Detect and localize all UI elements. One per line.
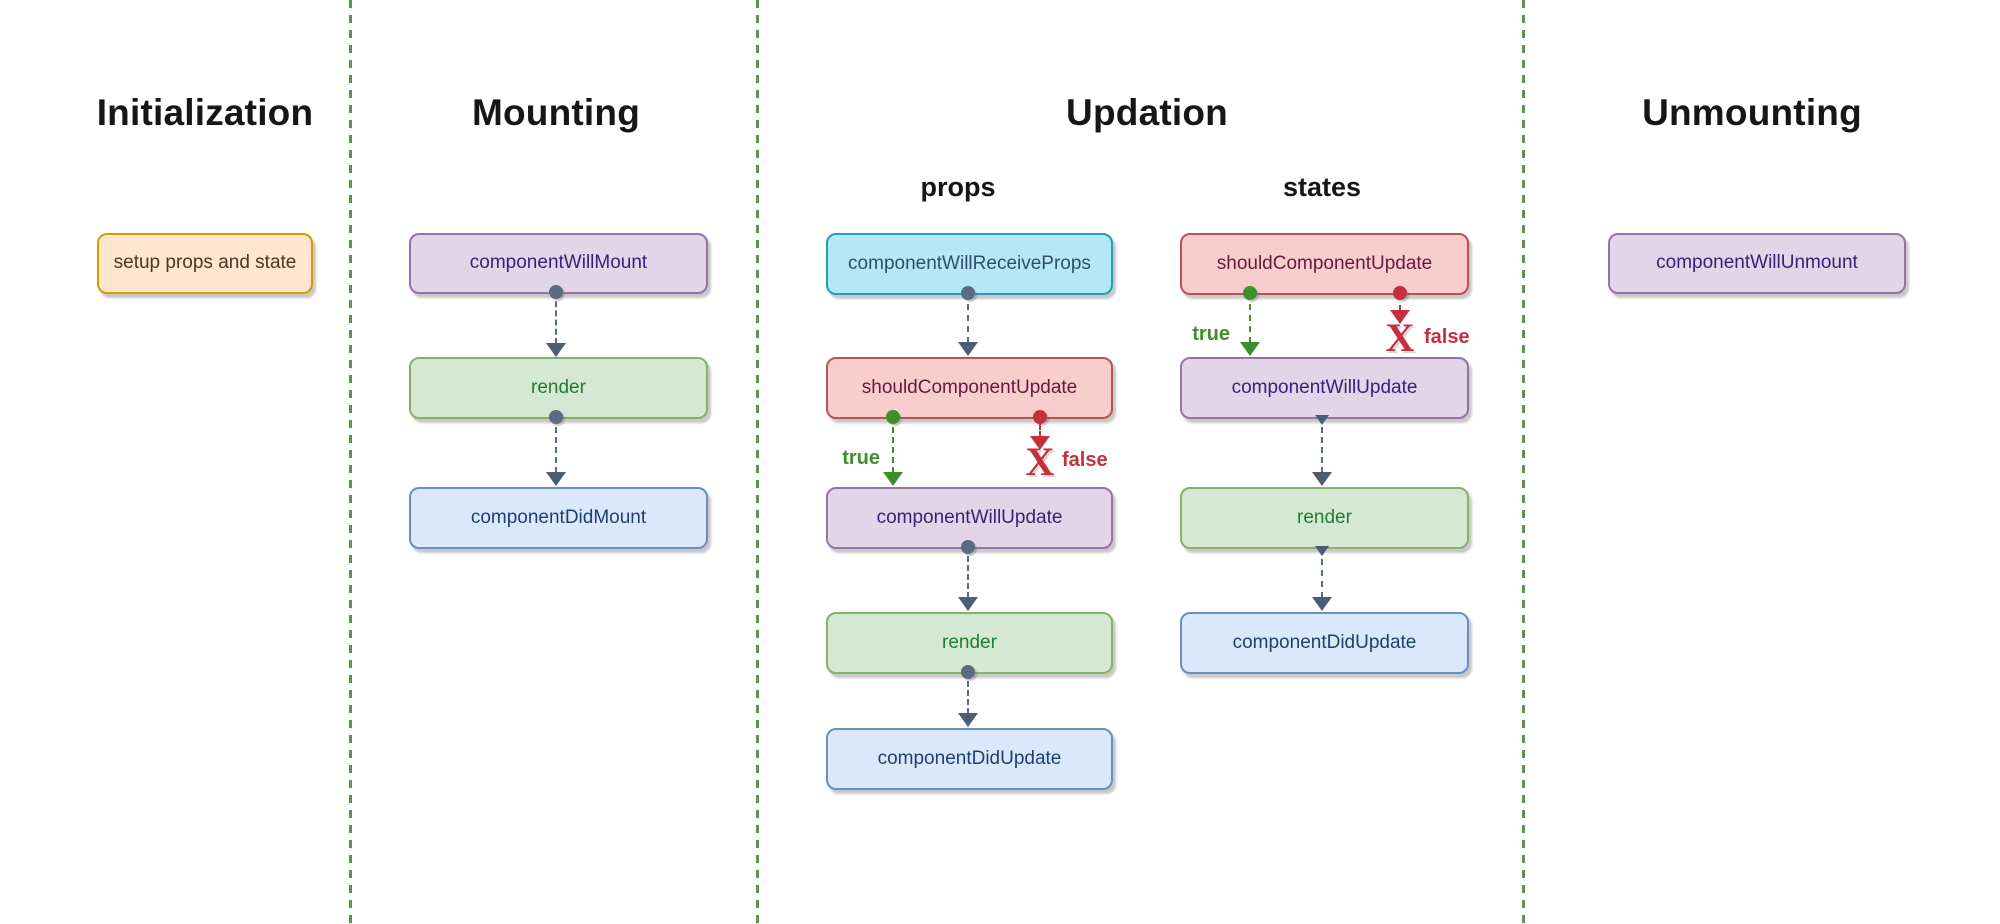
- false-x-icon: X: [1025, 439, 1055, 484]
- connector-arrowhead-icon: [958, 597, 978, 611]
- connector-dot: [961, 665, 975, 679]
- connector-arrowhead-icon: [1312, 472, 1332, 486]
- connector-dot: [961, 540, 975, 554]
- column-title-props: props: [920, 172, 996, 202]
- false-branch-arrow: [1390, 286, 1410, 324]
- section-title-unmounting: Unmounting: [1642, 92, 1862, 133]
- connector-dot: [549, 410, 563, 424]
- connector-dot: [549, 285, 563, 299]
- connector-dot: [1393, 286, 1407, 300]
- connector-start-triangle-icon: [1315, 415, 1329, 425]
- section-title-initialization: Initialization: [96, 92, 314, 133]
- arrow-connector: [958, 665, 978, 727]
- node-component-will-mount: componentWillMount: [409, 233, 708, 294]
- section-divider: [349, 0, 352, 924]
- true-label: true: [842, 447, 880, 469]
- arrow-connector: [958, 540, 978, 611]
- false-label: false: [1062, 449, 1108, 471]
- connector-arrowhead-icon: [546, 343, 566, 357]
- node-setup-props-and-state: setup props and state: [97, 233, 313, 294]
- arrow-connector: [546, 410, 566, 486]
- true-branch-arrow: [1240, 286, 1260, 356]
- true-label: true: [1192, 323, 1230, 345]
- connector-dot: [1243, 286, 1257, 300]
- false-branch-arrow: [1030, 410, 1050, 450]
- arrow-connector: [1312, 546, 1332, 611]
- node-should-component-update-states: shouldComponentUpdate: [1180, 233, 1469, 295]
- section-title-mounting: Mounting: [471, 92, 641, 133]
- arrow-connector: [546, 285, 566, 357]
- node-component-will-receive-props: componentWillReceiveProps: [826, 233, 1113, 295]
- section-title-updation: Updation: [1066, 92, 1228, 133]
- connector-arrowhead-icon: [546, 472, 566, 486]
- false-x-icon: X: [1385, 315, 1415, 360]
- node-render-props: render: [826, 612, 1113, 674]
- node-component-did-update-states: componentDidUpdate: [1180, 612, 1469, 674]
- connector-arrowhead-icon: [1240, 342, 1260, 356]
- node-component-will-update-props: componentWillUpdate: [826, 487, 1113, 549]
- connector-start-triangle-icon: [1315, 546, 1329, 556]
- section-divider: [1522, 0, 1525, 924]
- column-title-states: states: [1282, 172, 1362, 202]
- node-render-states: render: [1180, 487, 1469, 549]
- node-component-did-mount: componentDidMount: [409, 487, 708, 549]
- connector-arrowhead-icon: [1312, 597, 1332, 611]
- connector-arrowhead-icon: [958, 342, 978, 356]
- arrow-connector: [1312, 415, 1332, 486]
- connector-arrowhead-icon: [883, 472, 903, 486]
- arrow-connector: [958, 286, 978, 356]
- connector-arrowhead-icon: [1390, 310, 1410, 324]
- section-divider: [756, 0, 759, 924]
- true-branch-arrow: [883, 410, 903, 486]
- connector-arrowhead-icon: [958, 713, 978, 727]
- connector-dot: [1033, 410, 1047, 424]
- node-component-will-unmount: componentWillUnmount: [1608, 233, 1906, 294]
- false-label: false: [1424, 326, 1470, 348]
- node-component-did-update-props: componentDidUpdate: [826, 728, 1113, 790]
- connector-dot: [961, 286, 975, 300]
- connector-dot: [886, 410, 900, 424]
- node-component-will-update-states: componentWillUpdate: [1180, 357, 1469, 419]
- node-should-component-update-props: shouldComponentUpdate: [826, 357, 1113, 419]
- connector-arrowhead-icon: [1030, 436, 1050, 450]
